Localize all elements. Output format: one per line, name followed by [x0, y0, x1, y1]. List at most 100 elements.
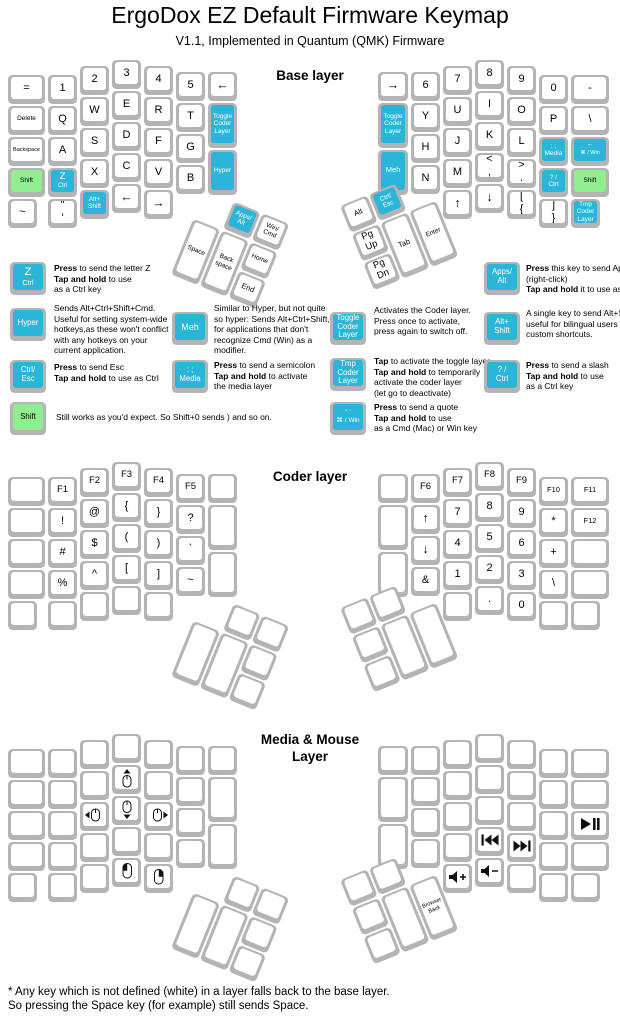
keycap-face: 6 [510, 532, 533, 554]
key-label: 9 [518, 505, 525, 518]
keycap-face [414, 779, 437, 801]
keycap-face: 9 [510, 501, 533, 523]
keycap-face [574, 875, 597, 897]
keycap-face: 7 [446, 501, 469, 523]
key-label: Z [59, 171, 66, 183]
legend-text-line: so hyper: Sends Alt+Ctrl+Shift, [214, 313, 330, 324]
key-blank [409, 602, 459, 670]
key-blank [368, 585, 407, 624]
key-label: % [57, 576, 68, 589]
key-label: @ [88, 505, 101, 518]
key-: . [475, 586, 504, 615]
keycap-face [211, 825, 234, 864]
keycap-face: I [478, 93, 501, 115]
keycap-face: * [542, 510, 565, 532]
legend-text-line: as a Ctrl key [54, 284, 102, 294]
keycap-face: $ [83, 532, 106, 554]
keycap-face [51, 844, 74, 866]
keycap-face: F12 [574, 510, 606, 532]
key-a: A [48, 137, 77, 166]
key-: ↓ [475, 184, 504, 213]
key-label: Shift [19, 177, 33, 185]
key-label: 8 [486, 499, 493, 512]
key-label: Tab [396, 236, 412, 250]
key-home: Home [240, 241, 278, 280]
keycap-face: O [510, 99, 533, 121]
key-label: Meh [385, 165, 401, 175]
key-label: + [550, 545, 557, 558]
key-blank [507, 771, 536, 800]
key-label: Coder [213, 120, 232, 128]
key-label: \ [551, 576, 556, 589]
left-thumb-cluster [170, 864, 291, 984]
key-blank [48, 780, 77, 809]
keycap-face [211, 553, 234, 592]
key-label: S [90, 134, 99, 147]
key-shift: Shift [8, 168, 45, 197]
key-blank [443, 771, 472, 800]
keycap-face [51, 813, 74, 835]
key-r: R [144, 97, 173, 126]
key-blank [363, 654, 401, 693]
key-label: 7 [454, 505, 461, 518]
key-f12: F12 [571, 508, 609, 537]
key-: * [539, 508, 568, 537]
key-6: 6 [507, 530, 536, 559]
key-: \ [539, 570, 568, 599]
keycap-face: B [179, 167, 202, 189]
legend-text-line: recognize Cmd (Win) as a [214, 334, 313, 345]
keycap-face: A [51, 139, 74, 161]
keycap-face [115, 798, 138, 820]
key-label: 1 [454, 567, 461, 580]
keycap-face: M [446, 161, 469, 183]
keycap-face [372, 588, 402, 618]
key-label: F10 [547, 484, 560, 494]
legend-text-line: useful for bilingual users and [526, 318, 620, 329]
key-label: Hyper [17, 317, 39, 327]
key-label: ~ [19, 205, 26, 218]
key-blank [8, 601, 37, 630]
key-enter: Enter [409, 200, 459, 268]
key-label: B [186, 171, 195, 184]
keycap-face [204, 635, 246, 694]
key-blank [48, 601, 77, 630]
key-mouse-left-click [112, 858, 141, 887]
key-label: F11 [583, 484, 597, 494]
key-label: [ [124, 561, 129, 574]
key-label: Ctrl [548, 181, 559, 188]
play-pause-icon [580, 817, 600, 831]
key-blank [170, 620, 221, 688]
key-label: J [454, 134, 461, 147]
keycap-face [542, 603, 565, 625]
mouse-right-click-icon [151, 868, 167, 886]
keycap-face: ]} [542, 201, 565, 223]
key-volume-up [443, 864, 472, 893]
key-blank [411, 839, 440, 868]
key-m: M [443, 159, 472, 188]
key-blank [380, 886, 430, 953]
key-label: . [519, 172, 524, 183]
key-h: H [411, 134, 440, 163]
key-: ] [144, 561, 173, 590]
legend-text-line: with any hotkeys on your [54, 334, 148, 345]
keycap-face [510, 773, 533, 795]
keycap-face [11, 813, 42, 835]
key-label: 5 [486, 530, 493, 543]
key-label: } [551, 212, 556, 223]
key-label: Z [24, 266, 32, 279]
key-: ↑ [411, 505, 440, 534]
key-label: Media [179, 374, 201, 383]
keycap-face: { [115, 495, 138, 517]
footnote-line-1: * Any key which is not defined (white) i… [8, 986, 390, 998]
key-label: Toggle [383, 112, 403, 120]
keycap-face: ↓ [414, 538, 437, 560]
